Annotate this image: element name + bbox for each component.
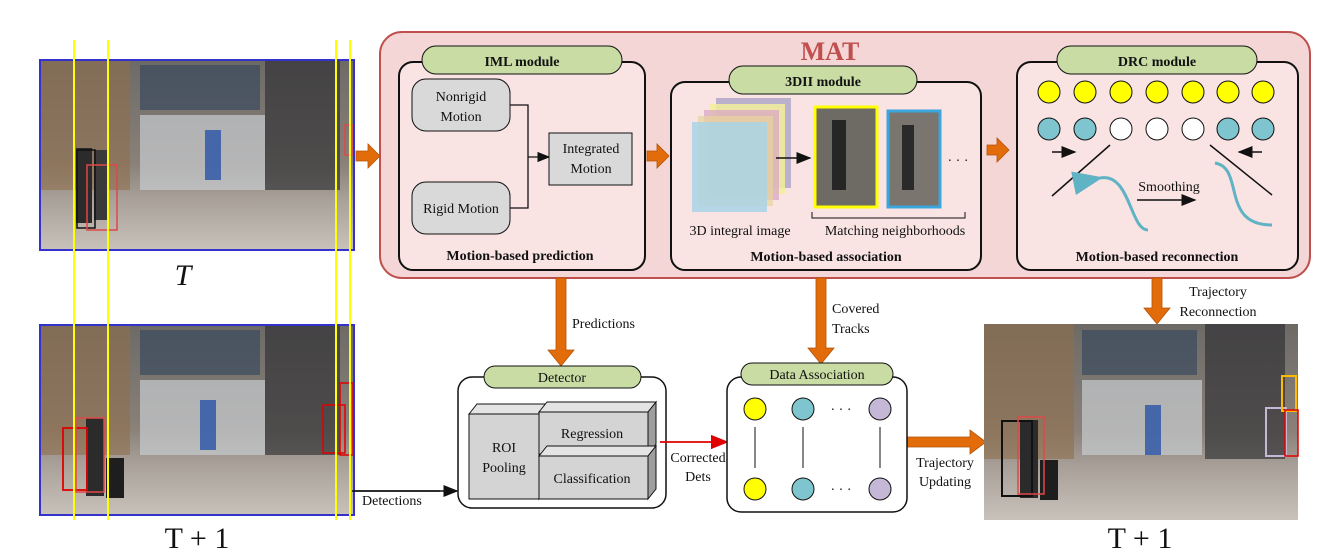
frame-t1-label-left: T + 1 xyxy=(165,522,230,555)
frame-t1-label-right: T + 1 xyxy=(1108,522,1173,555)
iml-rigid: Rigid Motion xyxy=(423,202,499,217)
frame-t1-image xyxy=(39,324,355,516)
iml-nonrigid-line2: Motion xyxy=(440,110,481,125)
flow-reconnection-line2: Reconnection xyxy=(1180,305,1257,320)
flow-updating-line1: Trajectory xyxy=(916,456,974,471)
detector-roi-line2: Pooling xyxy=(482,461,526,476)
iml-caption: Motion-based prediction xyxy=(446,249,593,264)
flow-updating-line2: Updating xyxy=(919,475,971,490)
yellow-guide-lines xyxy=(73,40,351,520)
flow-corrected-line2: Dets xyxy=(685,470,711,485)
iml-title: IML module xyxy=(484,55,559,70)
data-association-ellipsis-top: · · · xyxy=(831,403,852,418)
drc-yellow-circles xyxy=(1037,80,1275,104)
data-association-module: Data Association · · · · · · xyxy=(726,362,908,513)
dii-integral-label: 3D integral image xyxy=(689,224,790,239)
iml-nonrigid-line1: Nonrigid xyxy=(436,90,487,105)
drc-module: DRC module Smoothing Motion-based reconn… xyxy=(1016,45,1299,271)
iml-integrated-line1: Integrated xyxy=(563,142,620,157)
detector-classification: Classification xyxy=(554,472,631,487)
output-frame-image xyxy=(984,324,1299,520)
dii-neighborhoods-label: Matching neighborhoods xyxy=(825,224,965,239)
iml-integrated-line2: Motion xyxy=(570,162,611,177)
data-association-ellipsis-bottom: · · · xyxy=(831,483,852,498)
flow-reconnection-line1: Trajectory xyxy=(1189,285,1247,300)
drc-title: DRC module xyxy=(1118,55,1196,70)
dii-title: 3DII module xyxy=(785,75,861,90)
flow-covered-line1: Covered xyxy=(832,302,879,317)
detector-regression: Regression xyxy=(561,427,623,442)
drc-second-row-circles xyxy=(1037,117,1275,141)
frame-t-image xyxy=(39,59,355,251)
drc-smoothing: Smoothing xyxy=(1138,180,1199,195)
drc-caption: Motion-based reconnection xyxy=(1076,250,1239,265)
detector-title: Detector xyxy=(538,371,587,386)
dii-caption: Motion-based association xyxy=(750,250,902,265)
flow-corrected-line1: Corrected xyxy=(670,451,725,466)
iml-module: IML module Nonrigid Motion Rigid Motion … xyxy=(398,45,646,271)
flow-predictions: Predictions xyxy=(572,317,635,332)
orange-flow-arrows xyxy=(355,137,1171,455)
detector-roi-line1: ROI xyxy=(492,441,516,456)
data-association-title: Data Association xyxy=(769,368,864,383)
mat-title: MAT xyxy=(801,37,860,66)
flow-detections: Detections xyxy=(362,494,422,509)
detector-module: Detector ROI Pooling Regression Classifi… xyxy=(457,365,667,509)
dii-ellipsis: · · · xyxy=(948,154,969,169)
flow-covered-line2: Tracks xyxy=(832,322,870,337)
frame-t-label: T xyxy=(175,259,194,292)
dii-module: 3DII module · · · 3D integral image Matc… xyxy=(670,65,982,271)
